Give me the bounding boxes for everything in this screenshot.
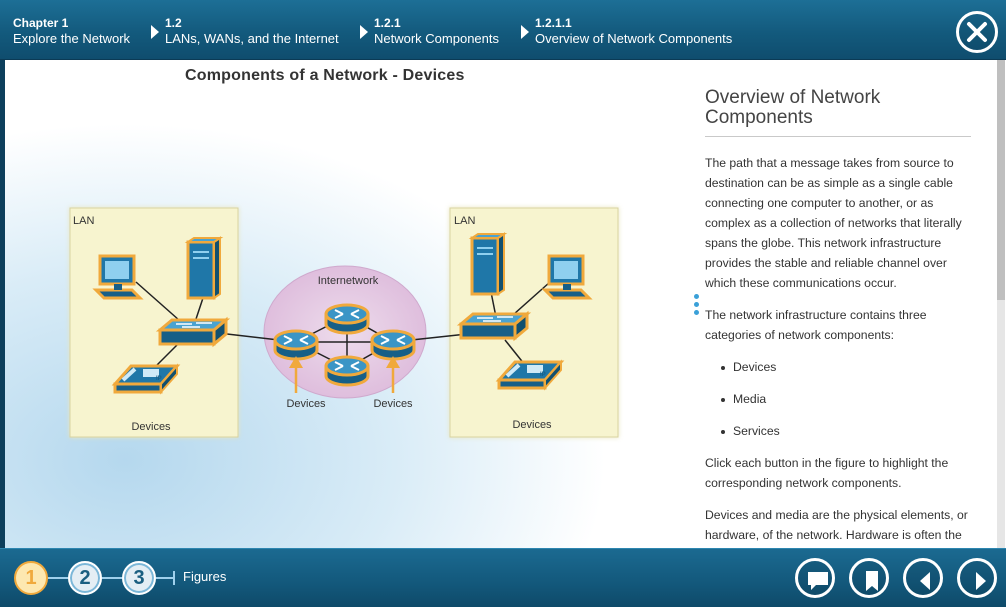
figure-step-1-button[interactable]: 1: [14, 561, 48, 595]
breadcrumb-number: Chapter 1: [13, 16, 69, 30]
component-list: Devices Media Services: [721, 357, 1006, 453]
internetwork-label: Internetwork: [318, 275, 379, 287]
content-area: Components of a Network - Devices: [5, 60, 1006, 548]
breadcrumb-text: LANs, WANs, and the Internet: [165, 31, 339, 46]
right-switch-icon: [459, 312, 529, 340]
network-figure: LAN Devices LAN Devices Internetwork: [69, 207, 619, 438]
panel-resize-handle[interactable]: [694, 294, 700, 318]
breadcrumb-section[interactable]: 1.2 LANs, WANs, and the Internet: [165, 15, 339, 47]
comment-icon: [808, 572, 828, 590]
left-switch-icon: [158, 318, 228, 346]
right-lan-label: LAN: [454, 215, 475, 227]
right-phone-badge: IP: [540, 372, 546, 378]
figures-label[interactable]: Figures: [183, 569, 227, 584]
breadcrumb-arrow-icon: [151, 25, 159, 39]
figure-step-3-button[interactable]: 3: [122, 561, 156, 595]
list-item: Media: [721, 389, 1006, 421]
figures-divider: [173, 571, 175, 585]
footer-bar: 1 2 3 Figures: [0, 548, 1006, 607]
breadcrumb-arrow-icon: [521, 25, 529, 39]
next-icon: [976, 572, 986, 590]
breadcrumb-number: 1.2.1: [374, 16, 401, 30]
panel-paragraph: The path that a message takes from sourc…: [705, 156, 962, 290]
previous-icon: [920, 572, 930, 590]
left-phone-badge: IP: [156, 376, 162, 382]
header-bar: Chapter 1 Explore the Network 1.2 LANs, …: [0, 0, 1006, 60]
breadcrumb-subsection[interactable]: 1.2.1 Network Components: [374, 15, 499, 47]
panel-paragraph: Click each button in the figure to highl…: [705, 456, 949, 490]
step-connector: [156, 577, 174, 579]
list-item: Services: [721, 421, 1006, 453]
left-lan-label: LAN: [73, 215, 94, 227]
breadcrumb-text: Network Components: [374, 31, 499, 46]
bookmark-button[interactable]: [849, 558, 889, 598]
panel-title: Overview of Network Components: [705, 88, 971, 137]
router-top-icon: [324, 303, 370, 335]
left-lan-caption: Devices: [131, 421, 171, 433]
close-icon: [967, 22, 987, 42]
right-server-icon: [470, 232, 506, 296]
next-button[interactable]: [957, 558, 997, 598]
list-item: Devices: [721, 357, 1006, 389]
router-left-icon: [273, 329, 319, 361]
router-bottom-icon: [324, 355, 370, 387]
breadcrumb-topic[interactable]: 1.2.1.1 Overview of Network Components: [535, 15, 732, 47]
breadcrumb-text: Overview of Network Components: [535, 31, 733, 46]
comment-button[interactable]: [795, 558, 835, 598]
device-arrows: [289, 356, 400, 393]
left-server-icon: [186, 236, 222, 300]
figure-title: Components of a Network - Devices: [185, 67, 465, 84]
figure-step-2-button[interactable]: 2: [68, 561, 102, 595]
scrollbar-thumb[interactable]: [997, 60, 1005, 300]
step-connector: [48, 577, 68, 579]
router-right-icon: [370, 329, 416, 361]
previous-button[interactable]: [903, 558, 943, 598]
close-button[interactable]: [956, 11, 998, 53]
panel-paragraph: Devices and media are the physical eleme…: [705, 508, 968, 542]
left-pc-icon: [94, 254, 142, 300]
right-lan-caption: Devices: [512, 419, 552, 431]
internetwork-caption-left: Devices: [286, 398, 326, 410]
breadcrumb-text: Explore the Network: [13, 31, 131, 46]
breadcrumb-number: 1.2.1.1: [535, 16, 572, 30]
bookmark-icon: [866, 571, 878, 591]
breadcrumb-arrow-icon: [360, 25, 368, 39]
right-pc-icon: [543, 254, 591, 300]
panel-scrollbar[interactable]: [997, 60, 1005, 548]
breadcrumb-chapter[interactable]: Chapter 1 Explore the Network: [13, 15, 130, 47]
step-connector: [102, 577, 122, 579]
breadcrumb-number: 1.2: [165, 16, 182, 30]
internetwork-caption-right: Devices: [373, 398, 413, 410]
text-panel: Overview of Network Components The path …: [705, 60, 1006, 548]
panel-paragraph: The network infrastructure contains thre…: [705, 308, 927, 342]
